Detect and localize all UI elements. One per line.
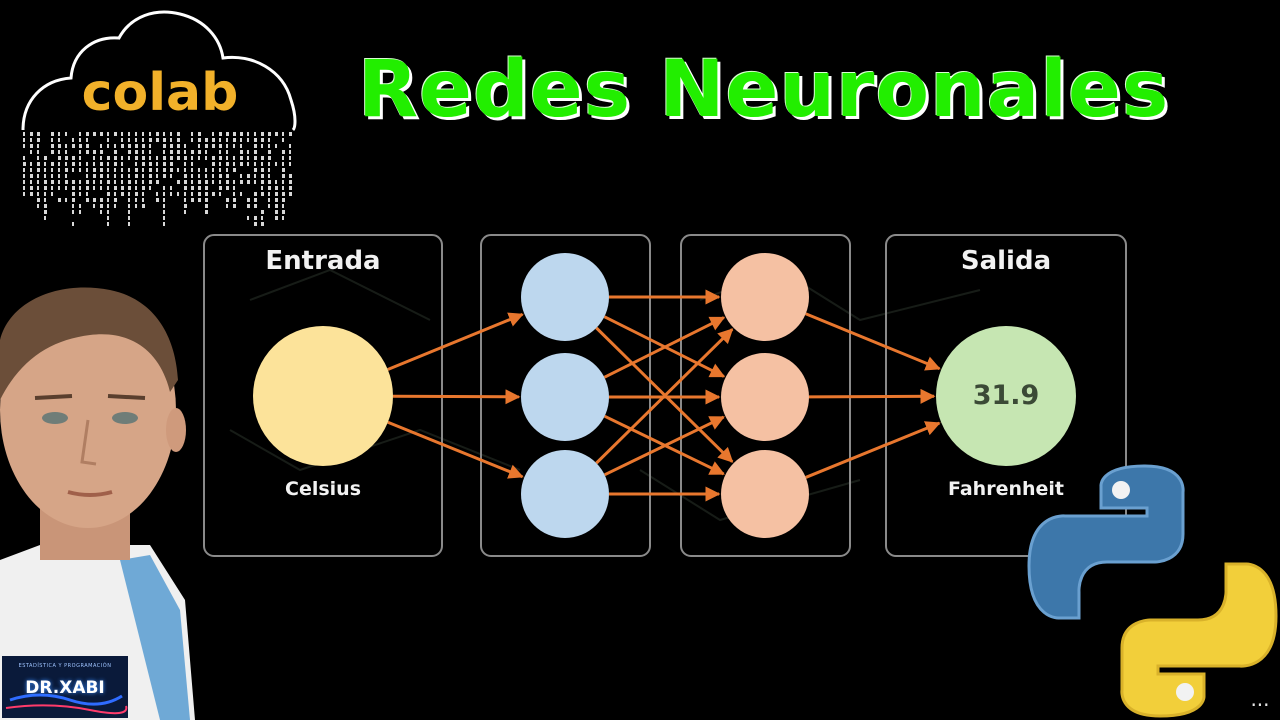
colab-logo-text: colab <box>81 63 239 123</box>
hidden1-node <box>521 253 609 341</box>
connection-arrow <box>805 312 941 371</box>
page-title: Redes Neuronales <box>358 45 1170 135</box>
output-label: Fahrenheit <box>947 478 1064 500</box>
connection-arrow <box>387 312 524 371</box>
connection-arrow <box>805 421 941 479</box>
input-panel-title: Entrada <box>265 246 381 276</box>
output-node <box>936 326 1076 466</box>
neural-network-diagram <box>203 234 1127 557</box>
python-icon <box>1027 464 1278 718</box>
connection-arrow <box>392 389 521 405</box>
connection-arrow <box>603 415 725 477</box>
input-node <box>253 326 393 466</box>
presenter-image <box>0 287 195 720</box>
output-panel-title: Salida <box>960 246 1052 276</box>
connection-arrow <box>808 388 936 404</box>
badge-name: DR.XABI <box>25 678 105 698</box>
connection-arrow <box>603 316 726 379</box>
hidden1-node <box>521 450 609 538</box>
more-icon[interactable]: ... <box>1250 687 1270 711</box>
badge-subtitle: ESTADÍSTICA Y PROGRAMACIÓN <box>18 663 112 669</box>
hidden2-node <box>721 450 809 538</box>
connection-arrow <box>595 328 734 465</box>
output-value: 31.9 <box>972 380 1040 411</box>
dr-xabi-badge <box>2 656 128 718</box>
hidden2-node <box>721 353 809 441</box>
colab-cloud-icon <box>21 10 297 226</box>
hidden2-node <box>721 253 809 341</box>
hidden1-node <box>521 353 609 441</box>
connection-arrow <box>387 420 524 479</box>
input-label: Celsius <box>285 478 361 500</box>
